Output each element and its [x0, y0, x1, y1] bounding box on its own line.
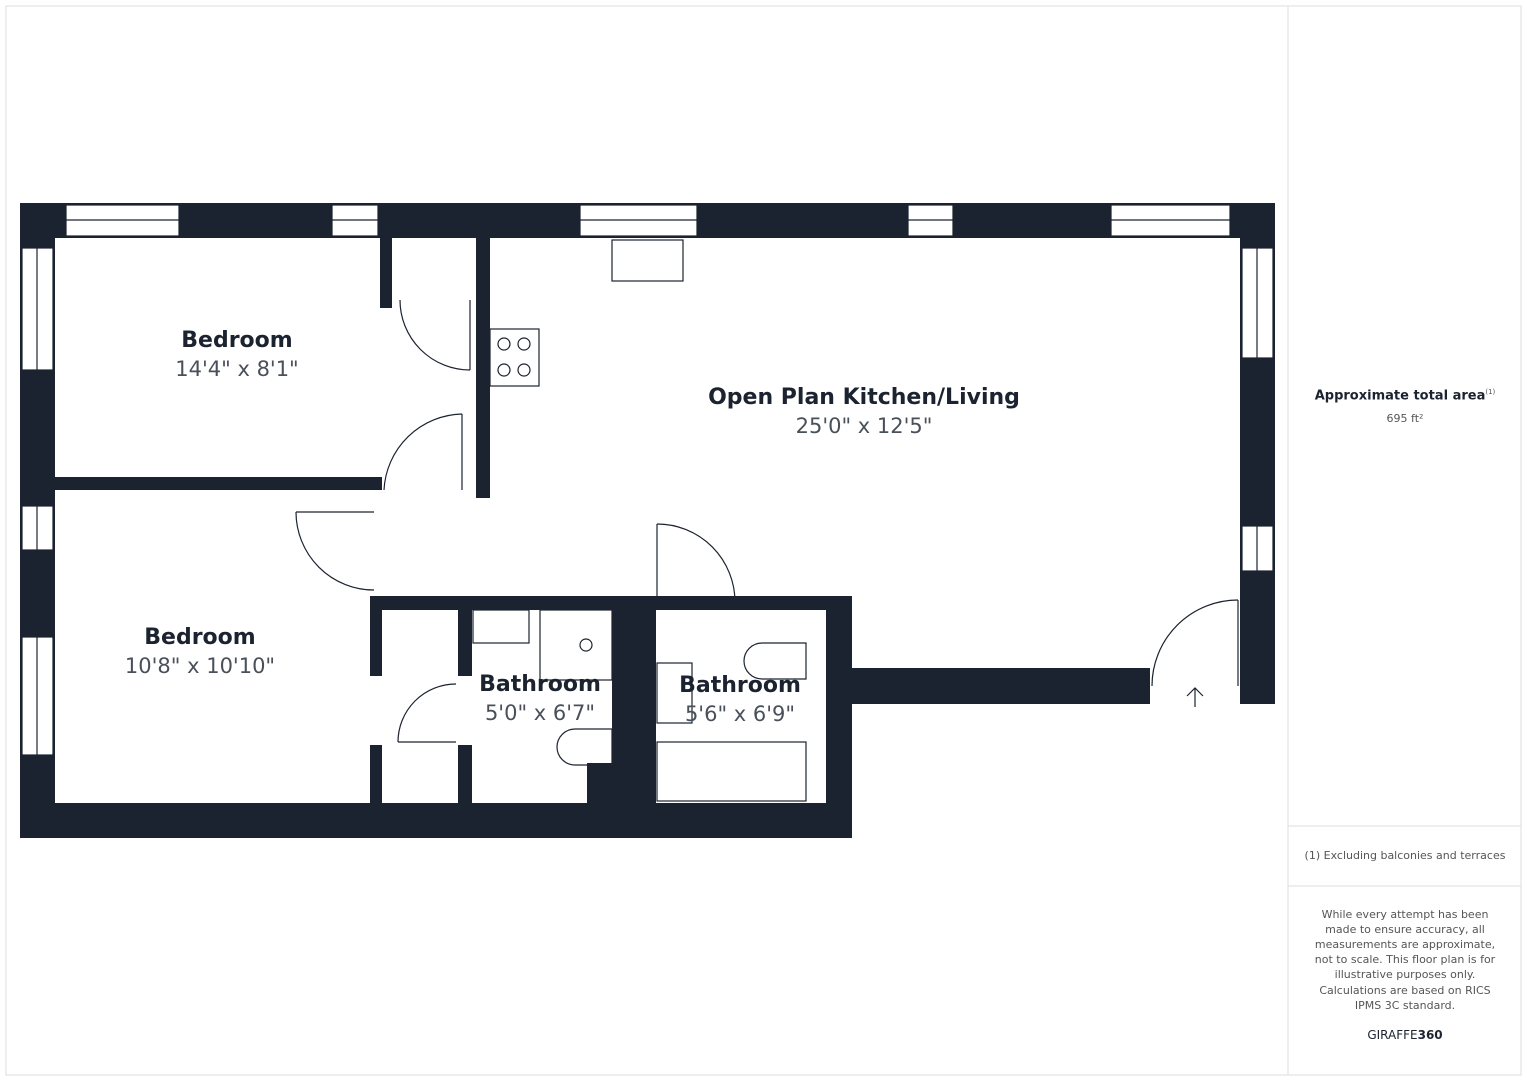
area-value: 695 ft²: [1386, 412, 1424, 425]
disclaimer: While every attempt has been made to ens…: [1314, 908, 1496, 981]
door: [1151, 599, 1239, 687]
room-size: 5'6" x 6'9": [684, 702, 796, 726]
room-name: Bathroom: [679, 673, 801, 698]
door: [397, 683, 457, 743]
brand-bold: 360: [1417, 1028, 1443, 1042]
room-bedroom-1: Bedroom 14'4" x 8'1": [175, 328, 298, 381]
door: [383, 413, 463, 491]
room-bathroom-2: Bathroom 5'6" x 6'9": [679, 673, 801, 726]
hob-icon: [489, 328, 540, 387]
room-size: 14'4" x 8'1": [175, 357, 299, 381]
walls: [20, 203, 1275, 838]
fixtures: [295, 239, 1239, 802]
area-title: Approximate total area: [1314, 388, 1486, 404]
windows: [21, 204, 1274, 756]
toilet-icon: [743, 642, 807, 680]
basin-icon: [472, 609, 530, 644]
toilet-icon: [556, 728, 613, 766]
room-name: Bathroom: [479, 672, 601, 697]
room-name: Bedroom: [181, 328, 293, 353]
basin-icon: [656, 662, 693, 724]
sink-icon: [611, 239, 684, 282]
door: [295, 511, 375, 591]
door: [399, 299, 471, 371]
room-kitchen-living: Open Plan Kitchen/Living 25'0" x 12'5": [708, 385, 1020, 438]
footnote-marker: (1): [1485, 388, 1496, 396]
bath-icon: [656, 741, 807, 802]
page-border: [5, 5, 1522, 1076]
room-name: Open Plan Kitchen/Living: [708, 385, 1020, 410]
door: [656, 523, 736, 603]
brand-light: GIRAFFE: [1367, 1028, 1418, 1042]
footnote: (1) Excluding balconies and terraces: [1304, 849, 1506, 862]
brand-logo: GIRAFFE360: [1290, 1028, 1520, 1043]
room-size: 25'0" x 12'5": [795, 414, 933, 438]
calculation-note: Calculations are based on RICS IPMS 3C s…: [1319, 984, 1491, 1012]
room-size: 5'0" x 6'7": [484, 701, 596, 725]
room-size: 10'8" x 10'10": [124, 654, 276, 678]
room-bedroom-2: Bedroom 10'8" x 10'10": [125, 625, 275, 678]
shower-icon: [539, 609, 613, 681]
room-name: Bedroom: [144, 625, 256, 650]
room-bathroom-1: Bathroom 5'0" x 6'7": [479, 672, 601, 725]
area-label: Approximate total area(1): [1290, 385, 1520, 403]
entrance-arrow-icon: [1186, 687, 1204, 707]
